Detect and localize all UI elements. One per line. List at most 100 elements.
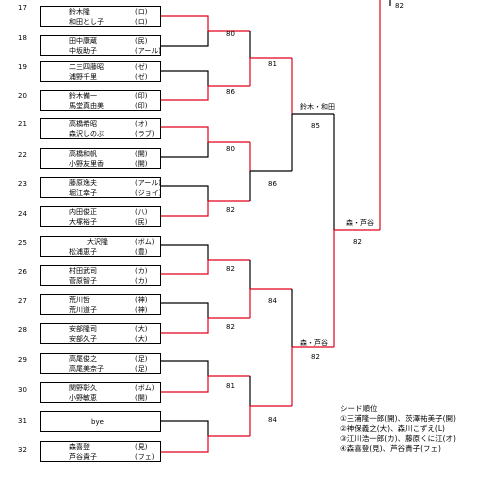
player-name: 大塚裕子 [69,218,97,226]
score-label: 84 [268,416,277,424]
score-label: 82 [311,353,320,361]
player-name: 高橋希昭 [69,120,97,128]
club-code: (ボム) [135,384,155,392]
club-code: (見) [135,443,148,451]
entry-number: 27 [18,297,27,305]
entry-box: 関野彰久 (ボム) 小野敏恵 (開) [40,382,161,403]
entry-number: 22 [18,151,27,159]
player-name: 荒川哲 [69,296,90,304]
seed-line: ④森喜登(見)、芦谷貴子(フェ) [340,444,441,453]
entry-number: 19 [18,63,27,71]
club-code: (民) [135,37,148,45]
club-code: (開) [135,394,148,402]
player-name: 和田とし子 [69,18,104,26]
club-code: (神) [135,296,148,304]
player-name: 高橋和帆 [69,150,97,158]
player-name: 二三四藤昭 [69,63,104,71]
club-code: (開) [135,150,148,158]
entry-number: 25 [18,239,27,247]
club-code: (ロ) [135,18,148,26]
club-code: (オ) [135,120,148,128]
score-label: 81 [268,60,277,68]
club-code: (八) [135,208,148,216]
club-code: (豊) [135,248,148,256]
club-code: (ラブ) [135,130,155,138]
player-name: 馬堂真由美 [69,102,104,110]
score-label: 82 [226,265,235,273]
player-name: 森喜登 [69,443,90,451]
entry-box: 安部隆司(大) 安部久子(大) [40,323,161,344]
club-code: (ボム) [135,238,155,246]
seed-line: ③江川浩一郎(カ)、藤原くに江(オ) [340,434,456,443]
player-name: 森沢しのぶ [69,130,104,138]
player-name: 村田武司 [69,267,97,275]
seed-ranking: シード順位 ①三浦隆一郎(開)、茨澤祐美子(開) ②神保義之(大)、森川こずえ(… [340,404,456,454]
entry-number: 18 [18,34,27,42]
entry-number: 26 [18,268,27,276]
entry-number: 30 [18,386,27,394]
score-label: 82 [226,323,235,331]
player-name: 堀江幸子 [69,189,97,197]
player-name: 鈴木備一 [69,92,97,100]
entry-box: 高橋和帆(開) 小野友里香(開) [40,148,161,169]
entry-box: 大沢隆 (ボム) 松浦恵子 (豊) [40,236,161,257]
player-name: 高尾俊之 [69,355,97,363]
player-name: 荒川道子 [69,306,97,314]
club-code: (足) [135,365,148,373]
entry-number: 17 [18,4,27,12]
club-code: (印) [135,92,148,100]
club-code: (ゼ) [135,73,148,81]
entry-box: 高尾俊之 (足) 高尾美奈子 (足) [40,353,161,374]
score-label: 82 [226,206,235,214]
score-label: 86 [268,180,277,188]
score-label: 85 [311,122,320,130]
seed-line: ②神保義之(大)、森川こずえ(L) [340,424,445,433]
score-label: 82 [395,2,404,10]
entry-number: 29 [18,356,27,364]
player-name: 高尾美奈子 [69,365,104,373]
player-name: 田中康蔵 [69,37,97,45]
player-name: 安部隆司 [69,325,97,333]
player-name: 内田俊正 [69,208,97,216]
player-name: 関野彰久 [69,384,97,392]
score-label: 86 [226,88,235,96]
entry-box: 田中康蔵 (民) 中坂助子 (アール) [40,35,161,56]
club-code: (民) [135,218,148,226]
winner-label: 森・芦谷 [346,219,374,227]
bye-label: bye [91,418,104,426]
player-name: 中坂助子 [69,47,97,55]
club-code: (大) [135,325,148,333]
entry-box: 二三四藤昭 (ゼ) 浦野千里 (ゼ) [40,61,161,82]
club-code: (ゼ) [135,63,148,71]
club-code: (アール) [135,47,162,55]
entry-box: 鈴木隆(ロ) 和田とし子(ロ) [40,6,161,27]
player-name: 浦野千里 [69,73,97,81]
player-name: 松浦恵子 [69,248,97,256]
entry-box: 村田武司 (カ) 菅原智子 (カ) [40,265,161,286]
club-code: (ジョイ) [135,189,162,197]
player-name: 大沢隆 [87,238,108,246]
score-label: 84 [268,297,277,305]
club-code: (アール) [135,179,162,187]
club-code: (神) [135,306,148,314]
winner-label: 森・芦谷 [300,339,328,347]
entry-number: 23 [18,180,27,188]
entry-number: 21 [18,120,27,128]
entry-number: 24 [18,210,27,218]
club-code: (カ) [135,277,148,285]
seed-line: ①三浦隆一郎(開)、茨澤祐美子(開) [340,414,456,423]
winner-label: 鈴木・和田 [300,103,335,111]
player-name: 小野敏恵 [69,394,97,402]
player-name: 藤原逸夫 [69,179,97,187]
player-name: 小野友里香 [69,160,104,168]
score-label: 80 [226,30,235,38]
entry-box-bye: bye [40,411,161,432]
entry-box: 高橋希昭 (オ) 森沢しのぶ (ラブ) [40,118,161,139]
club-code: (足) [135,355,148,363]
player-name: 菅原智子 [69,277,97,285]
club-code: (フェ) [135,453,155,461]
entry-box: 森喜登(見) 芦谷貴子(フェ) [40,441,161,462]
club-code: (カ) [135,267,148,275]
entry-box: 荒川哲 (神) 荒川道子 (神) [40,294,161,315]
